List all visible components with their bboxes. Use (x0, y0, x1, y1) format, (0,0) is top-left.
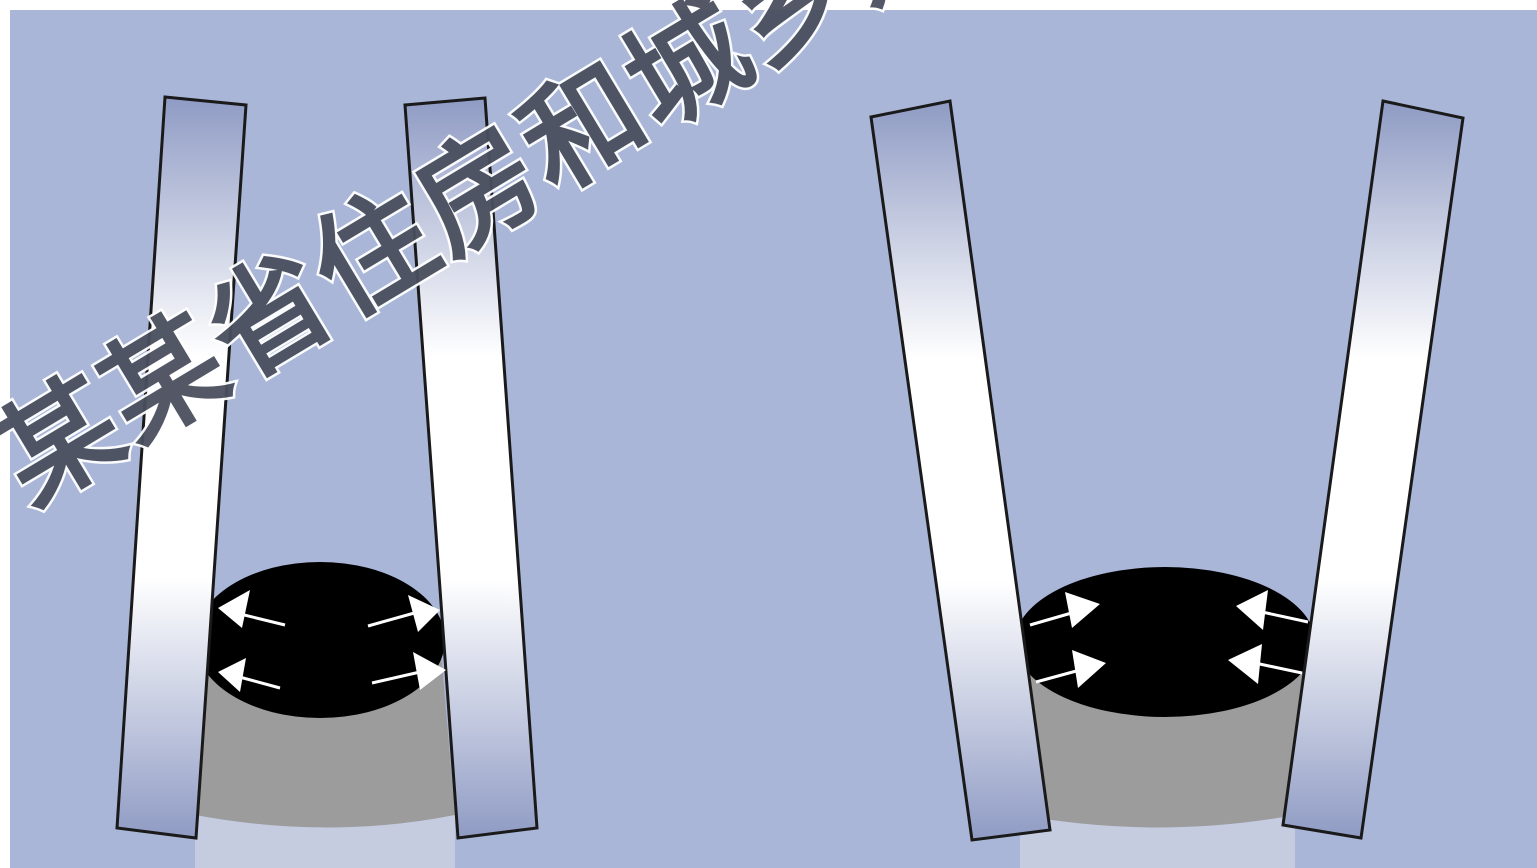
left-arrows (218, 590, 446, 692)
left-tube-top (195, 562, 445, 718)
left-arrow-lower-right (371, 670, 421, 685)
left-arrow-upper-right (367, 610, 419, 628)
right-arrows (1029, 590, 1309, 688)
left-tube-base (195, 815, 455, 868)
right-arrow-lower-right (1254, 661, 1303, 675)
left-arrow-upper-right-head (408, 595, 440, 632)
left-arrow-lower-left-head (218, 658, 246, 692)
left-plate-right (403, 96, 539, 840)
right-arrow-upper-right-head (1236, 590, 1268, 630)
right-plate-left (869, 99, 1052, 842)
right-tube-base (1020, 815, 1295, 868)
left-arrow-upper-left-head (218, 590, 250, 628)
right-arrow-upper-left-head (1065, 592, 1100, 628)
left-tube (195, 562, 455, 868)
right-arrow-upper-left (1029, 610, 1076, 627)
right-arrow-lower-left-head (1072, 650, 1106, 688)
right-arrow-lower-left (1035, 668, 1081, 684)
right-tube (1015, 567, 1315, 868)
right-arrow-upper-right (1261, 610, 1309, 624)
left-plate-left (115, 95, 248, 840)
right-arrow-lower-right-head (1228, 644, 1262, 684)
right-tube-top (1015, 567, 1315, 717)
right-plate-right (1281, 99, 1465, 840)
left-arrow-lower-right-head (413, 652, 446, 690)
